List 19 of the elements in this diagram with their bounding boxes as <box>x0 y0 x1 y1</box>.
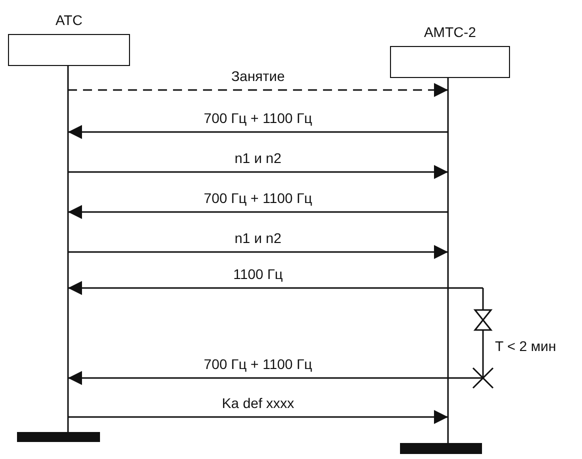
message-label: Ka def xxxx <box>222 395 294 411</box>
timer-label: T < 2 мин <box>495 338 556 354</box>
message-label: n1 и n2 <box>234 150 282 166</box>
message-arrow <box>68 205 448 219</box>
message-label: Занятие <box>231 68 285 84</box>
message-arrow <box>68 410 448 424</box>
message-arrow <box>68 125 448 139</box>
message-arrow <box>68 83 448 97</box>
message-label: n1 и n2 <box>234 230 282 246</box>
message-arrow <box>68 165 448 179</box>
participant-label: АМТС-2 <box>424 24 476 40</box>
message-arrow <box>68 371 483 385</box>
message-arrow <box>68 245 448 259</box>
message-label: 700 Гц + 1100 Гц <box>204 356 312 372</box>
message-label: 700 Гц + 1100 Гц <box>204 110 312 126</box>
message-label: 1100 Гц <box>233 266 283 282</box>
message-label: 700 Гц + 1100 Гц <box>204 190 312 206</box>
participant-label: АТС <box>56 12 82 28</box>
message-arrow <box>68 281 483 295</box>
